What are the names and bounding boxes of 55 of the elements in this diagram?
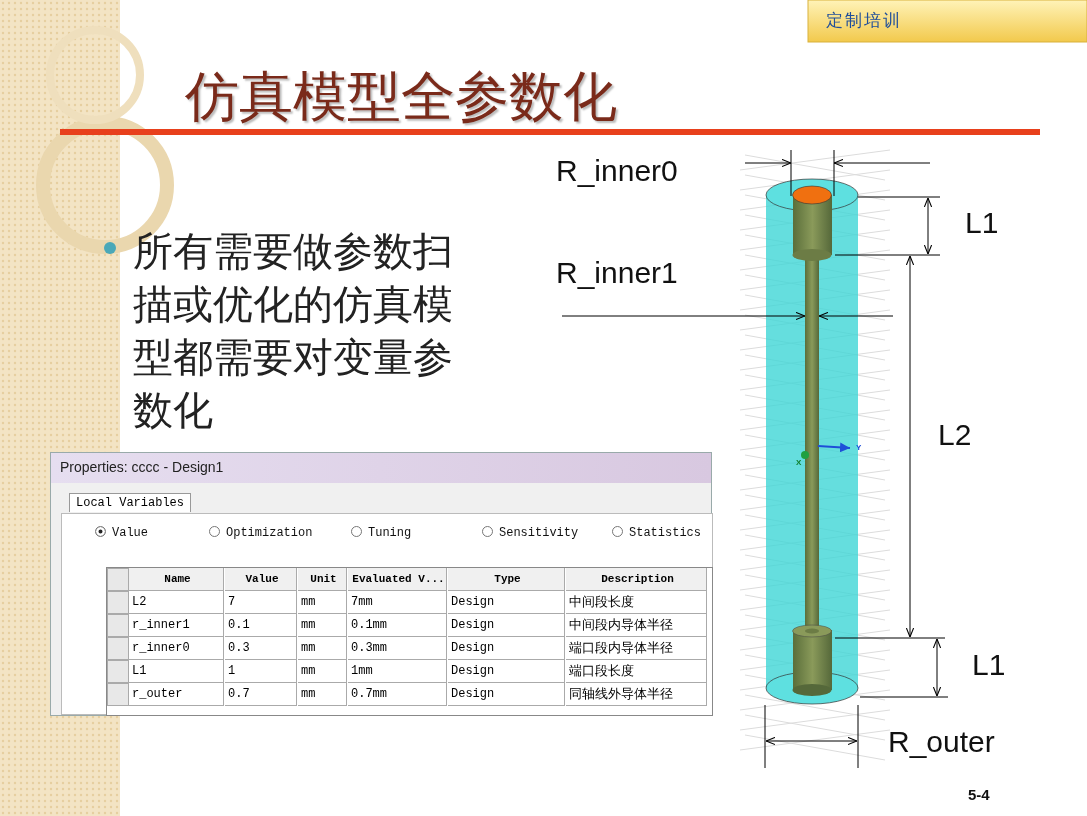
radio-option: Value	[95, 526, 148, 539]
table-cell: r_inner0	[129, 637, 224, 660]
column-header: Unit	[298, 568, 347, 591]
table-cell: 0.1mm	[348, 614, 447, 637]
table-cell: mm	[298, 660, 347, 683]
table-cell: Design	[448, 683, 565, 706]
table-cell: Design	[448, 637, 565, 660]
dimension-label: R_inner0	[556, 156, 678, 186]
tab: Local Variables	[69, 493, 192, 512]
column-header: Value	[225, 568, 297, 591]
table-cell: 0.3	[225, 637, 297, 660]
table-cell: mm	[298, 591, 347, 614]
table-cell: 0.1	[225, 614, 297, 637]
column-header: Evaluated V...	[348, 568, 447, 591]
table-cell: r_inner1	[129, 614, 224, 637]
table-cell: 端口段长度	[566, 660, 707, 683]
radio-option: Tuning	[351, 526, 412, 539]
bullet-text: 所有需要做参数扫描或优化的仿真模型都需要对变量参数化	[133, 227, 454, 435]
column-header: Type	[448, 568, 565, 591]
slide-title: 仿真模型全参数化	[185, 70, 617, 124]
window-title: Properties: cccc - Design1	[60, 460, 224, 474]
table-cell: mm	[298, 683, 347, 706]
table-cell: 0.7	[225, 683, 297, 706]
table-cell: 0.3mm	[348, 637, 447, 660]
table-cell: L1	[129, 660, 224, 683]
radio-option: Optimization	[209, 526, 313, 539]
table-cell: 端口段内导体半径	[566, 637, 707, 660]
radio-option: Statistics	[612, 526, 701, 539]
table-cell: 中间段内导体半径	[566, 614, 707, 637]
table-cell: r_outer	[129, 683, 224, 706]
table-cell: Design	[448, 591, 565, 614]
table-cell: 同轴线外导体半径	[566, 683, 707, 706]
column-header: Name	[129, 568, 224, 591]
table-cell: 1	[225, 660, 297, 683]
table-cell: Design	[448, 660, 565, 683]
axis-label: Y	[856, 444, 862, 452]
table-cell: 7	[225, 591, 297, 614]
dimension-label: L2	[938, 420, 972, 450]
radio-option: Sensitivity	[482, 526, 579, 539]
dimension-label: R_outer	[888, 727, 995, 757]
table-cell: mm	[298, 637, 347, 660]
axis-label: X	[796, 459, 802, 467]
column-header: Description	[566, 568, 707, 591]
dimension-label: R_inner1	[556, 258, 678, 288]
header-text: 定制培训	[826, 12, 902, 29]
table-cell: mm	[298, 614, 347, 637]
page-number: 5-4	[968, 787, 990, 802]
table-cell: L2	[129, 591, 224, 614]
table-cell: 7mm	[348, 591, 447, 614]
table-cell: Design	[448, 614, 565, 637]
dimension-label: L1	[965, 208, 999, 238]
table-cell: 0.7mm	[348, 683, 447, 706]
table-cell: 1mm	[348, 660, 447, 683]
dimension-label: L1	[972, 650, 1006, 680]
table-cell: 中间段长度	[566, 591, 707, 614]
